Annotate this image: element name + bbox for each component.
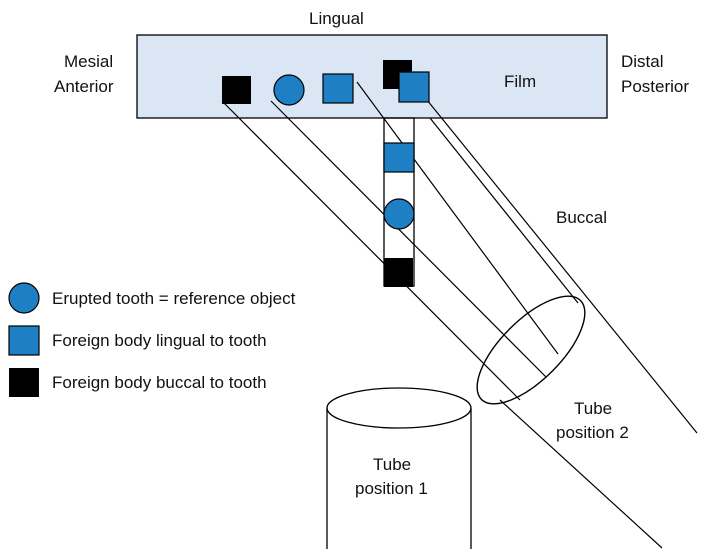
label-distal: Distal [621,52,664,71]
label-tube-1-line1: Tube [373,455,411,474]
legend-lingual-icon [8,325,40,356]
label-tube-2-line2: position 2 [556,423,629,442]
legend-buccal-label: Foreign body buccal to tooth [52,373,267,392]
beam-line-inner-left [270,100,547,378]
channel-blue-square [383,142,415,173]
film-blue-square [322,73,354,104]
label-mesial: Mesial [64,52,113,71]
label-anterior: Anterior [54,77,114,96]
film-black-square [222,76,251,104]
film-tooth-circle [273,74,305,106]
beam-line-lower-left [499,399,663,549]
tube-2-aperture [476,295,586,405]
film-strip [136,34,608,119]
label-posterior: Posterior [621,77,689,96]
channel-tooth-circle [383,198,415,230]
beam-line-inner-right [356,81,559,355]
legend-lingual-label: Foreign body lingual to tooth [52,331,267,350]
label-film: Film [504,72,536,91]
legend: Erupted tooth = reference object Foreign… [8,282,296,397]
beam-line-outer-left [221,100,521,401]
label-buccal: Buccal [556,208,607,227]
tube-2-beam-lines [221,81,698,549]
beam-line-outer-right [413,83,698,434]
channel-black-square [384,258,413,287]
label-tube-2-line1: Tube [574,399,612,418]
tube-1-top [326,387,472,429]
beam-line-far-right [429,117,579,304]
label-lingual: Lingual [309,9,364,28]
film-blue-square-overlap [398,71,430,103]
legend-buccal-icon [9,368,39,397]
legend-tooth-label: Erupted tooth = reference object [52,289,296,308]
label-tube-1-line2: position 1 [355,479,428,498]
tube-1-cylinder [326,387,472,549]
legend-tooth-icon [8,282,40,314]
